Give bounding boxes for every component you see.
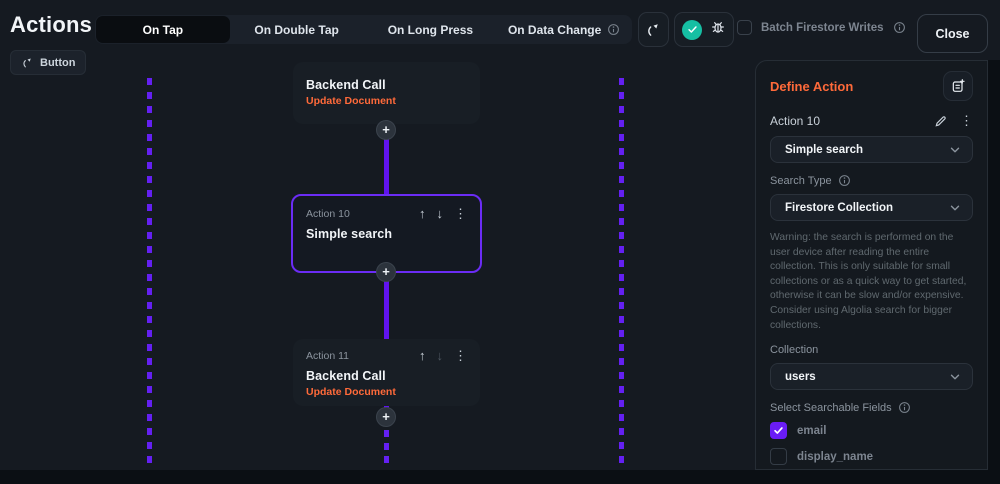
action-type-dropdown[interactable]: Simple search <box>770 136 973 163</box>
trigger-tabbar: On Tap On Double Tap On Long Press On Da… <box>95 15 632 44</box>
check-mode-button[interactable] <box>682 19 703 40</box>
flow-boundary-left <box>147 78 152 470</box>
flow-boundary-right <box>619 78 624 470</box>
add-action-button[interactable]: + <box>376 407 396 427</box>
batch-firestore-label: Batch Firestore Writes <box>761 21 884 34</box>
flow-connector-tail <box>384 430 389 468</box>
action-menu-icon[interactable]: ⋮ <box>960 113 973 128</box>
searchable-fields-label: Select Searchable Fields <box>770 401 973 414</box>
node-title: Simple search <box>306 227 393 241</box>
field-checkbox[interactable] <box>770 422 787 440</box>
node-menu-icon[interactable]: ⋮ <box>454 206 467 221</box>
node-title: Backend Call <box>306 369 386 383</box>
move-up-icon[interactable]: ↑ <box>419 348 426 363</box>
widget-chip-button[interactable]: Button <box>10 50 87 75</box>
action-label: Action 10 <box>770 114 821 128</box>
action-node-backend-call-top[interactable]: Backend Call Update Document <box>293 62 480 124</box>
debug-mode-button[interactable] <box>710 19 726 40</box>
tab-on-data-change[interactable]: On Data Change <box>497 16 631 43</box>
node-id: Action 11 <box>306 349 349 362</box>
move-down-icon[interactable]: ↓ <box>436 206 444 221</box>
window-edge-bottom <box>0 470 1000 484</box>
check-icon <box>688 26 697 33</box>
node-id: Action 10 <box>306 207 350 220</box>
batch-firestore-writes: Batch Firestore Writes <box>737 20 906 35</box>
action-node-backend-call-bottom[interactable]: Action 11 ↑ ↓ ⋮ Backend Call Update Docu… <box>293 339 480 406</box>
tap-gesture-icon <box>23 58 31 68</box>
tap-gesture-icon <box>648 24 658 36</box>
node-subtitle: Update Document <box>306 386 396 398</box>
move-up-icon[interactable]: ↑ <box>419 206 426 221</box>
copy-plus-icon <box>952 79 965 92</box>
info-icon <box>838 175 850 186</box>
tab-on-double-tap[interactable]: On Double Tap <box>254 22 339 37</box>
node-title: Backend Call <box>306 78 386 92</box>
add-action-button[interactable]: + <box>376 120 396 140</box>
close-button[interactable]: Close <box>917 14 988 53</box>
batch-firestore-checkbox[interactable] <box>737 20 752 35</box>
page-title: Actions <box>10 12 93 37</box>
edit-pencil-icon[interactable] <box>934 114 948 128</box>
widget-chip-label: Button <box>40 56 76 69</box>
info-icon <box>608 24 620 35</box>
run-mode-toggle <box>674 12 734 47</box>
panel-title: Define Action <box>770 78 854 94</box>
chevron-down-icon <box>950 147 960 152</box>
field-checkbox[interactable] <box>770 448 787 466</box>
collection-label: Collection <box>770 344 819 357</box>
field-row-display-name: display_name <box>770 448 973 466</box>
copy-action-button[interactable] <box>943 71 973 101</box>
define-action-panel: Define Action Action 10 ⋮ Simple search … <box>755 60 988 470</box>
tab-on-long-press[interactable]: On Long Press <box>387 22 474 37</box>
search-warning-text: Warning: the search is performed on the … <box>770 232 967 331</box>
chevron-down-icon <box>950 205 960 210</box>
search-type-dropdown[interactable]: Firestore Collection <box>770 194 973 221</box>
node-menu-icon[interactable]: ⋮ <box>454 348 467 363</box>
field-row-email: email <box>770 422 973 440</box>
check-icon <box>774 427 783 435</box>
move-down-icon[interactable]: ↓ <box>436 348 444 363</box>
chevron-down-icon <box>950 374 960 380</box>
tab-on-tap[interactable]: On Tap <box>96 16 230 43</box>
add-action-button[interactable]: + <box>376 262 396 282</box>
window-edge-right <box>988 60 1000 484</box>
search-type-label: Search Type <box>770 174 973 187</box>
info-icon <box>893 22 905 33</box>
test-gesture-button[interactable] <box>638 12 669 47</box>
node-subtitle: Update Document <box>306 95 396 107</box>
info-icon <box>898 402 910 414</box>
collection-dropdown[interactable]: users <box>770 363 973 391</box>
bug-icon <box>711 22 724 33</box>
